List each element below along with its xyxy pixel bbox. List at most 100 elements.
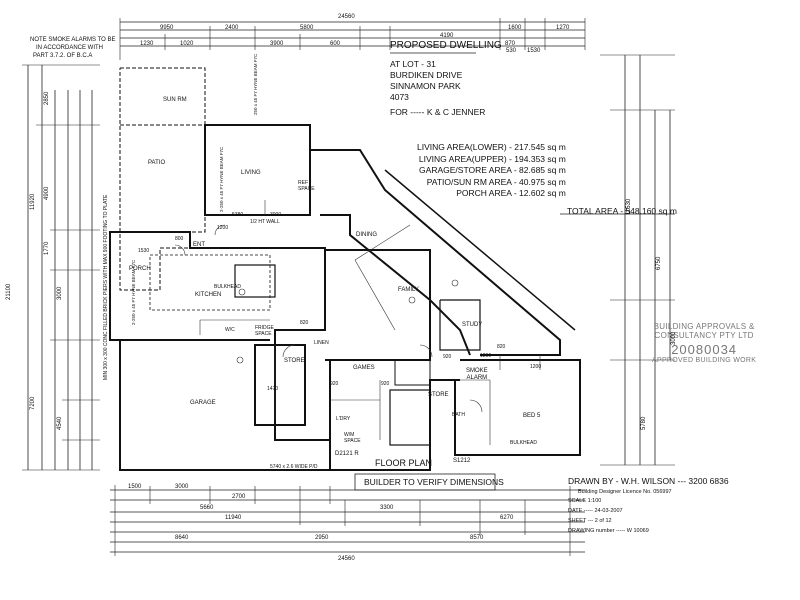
dim-top-overall: 24560 xyxy=(338,14,355,20)
fridge-space-label: FRIDGE SPACE xyxy=(255,325,274,337)
dim-label: 1230 xyxy=(140,41,154,47)
dim-label: 8570 xyxy=(470,535,484,541)
room-garage: GARAGE xyxy=(190,400,216,406)
dim-label: 2850 xyxy=(44,91,50,105)
garage-door-note: 5740 x 2.6 WIDE P/D xyxy=(270,464,318,470)
step-note: S1212 xyxy=(453,458,471,464)
note-line: NOTE SMOKE ALARMS TO BE xyxy=(30,37,116,43)
stamp-number: 20080034 xyxy=(671,342,738,357)
smoke-alarm-note: NOTE SMOKE ALARMS TO BE IN ACCORDANCE WI… xyxy=(30,36,115,60)
smoke-alarm-label: SMOKE ALARM xyxy=(466,368,488,381)
dim-label: 1200 xyxy=(530,364,542,370)
room-family: FAMILY xyxy=(398,287,419,293)
date: DATE ----- 24-03-2007 xyxy=(568,508,623,514)
half-wall-note: 1/2 HT WALL xyxy=(250,219,280,225)
address-line: SINNAMON PARK xyxy=(390,81,461,91)
dim-label: 5660 xyxy=(200,505,214,511)
dim-label: 6750 xyxy=(656,256,662,270)
dim-label: 820 xyxy=(497,344,506,350)
drawn-by-block: DRAWN BY - W.H. WILSON --- 3200 6836 Bui… xyxy=(568,476,729,534)
step-note: D2121 R xyxy=(335,451,359,457)
address-line: 4073 xyxy=(390,92,409,102)
dim-label: 6270 xyxy=(500,515,514,521)
area-line: PATIO/SUN RM AREA - 40.975 sq m xyxy=(426,176,566,187)
area-line: LIVING AREA(UPPER) - 194.353 sq m xyxy=(418,153,566,164)
dim-label: 4540 xyxy=(57,416,63,430)
client-label: FOR ----- K & C JENNER xyxy=(390,107,486,117)
dim-label: 1770 xyxy=(44,241,50,255)
ref-space-label: REF SPACE xyxy=(298,180,315,192)
dim-label: 5800 xyxy=(300,25,314,31)
dim-label: 1020 xyxy=(180,41,194,47)
dim-label: 920 xyxy=(381,381,390,387)
room-ent: ENT xyxy=(193,242,205,248)
bulkhead-label: BULKHEAD xyxy=(510,440,537,446)
room-porch: PORCH xyxy=(129,266,151,272)
room-store: STORE xyxy=(284,358,305,364)
dim-label: 920 xyxy=(330,381,339,387)
room-bed-5: BED 5 xyxy=(523,413,541,419)
dim-label: 3900 xyxy=(270,41,284,47)
room-bath: BATH xyxy=(452,412,465,418)
stamp-line: CONSULTANCY PTY LTD xyxy=(654,331,754,340)
room-patio: PATIO xyxy=(148,160,166,166)
dim-label: 870 xyxy=(505,41,516,47)
dim-label: 800 xyxy=(175,236,184,242)
dim-label: 4190 xyxy=(440,33,454,39)
area-line: LIVING AREA(LOWER) - 217.545 sq m xyxy=(417,142,566,152)
room-kitchen: KITCHEN xyxy=(195,292,222,298)
beam-note: 250 x 45 F7 HYNE BEAM F7C xyxy=(253,53,258,115)
dim-bottom-overall: 24560 xyxy=(338,556,355,562)
dim-label: 8640 xyxy=(175,535,189,541)
dim-label: 1530 xyxy=(138,248,150,254)
note-line: IN ACCORDANCE WITH xyxy=(36,45,104,51)
dim-label: 11940 xyxy=(225,515,242,521)
dim-label: 7200 xyxy=(30,396,36,410)
address-line: AT LOT - 31 xyxy=(390,59,436,69)
dim-label: 1200 xyxy=(480,353,492,359)
address-line: BURDIKEN DRIVE xyxy=(390,70,463,80)
scale: SCALE 1:100 xyxy=(568,498,602,504)
licence-no: Building Designer Licence No. 056997 xyxy=(578,489,672,495)
linen-label: LINEN xyxy=(314,340,329,346)
note-line: PART 3.7.2. OF B.C.A xyxy=(33,53,93,59)
dim-label: 9950 xyxy=(160,25,174,31)
dim-label: 3000 xyxy=(270,212,282,218)
area-line: GARAGE/STORE AREA - 82.685 sq m xyxy=(419,165,566,175)
area-schedule: LIVING AREA(LOWER) - 217.545 sq m LIVING… xyxy=(417,142,566,200)
room-sun-rm: SUN RM xyxy=(163,97,187,103)
room-games: GAMES xyxy=(353,365,375,371)
dim-label: 3000 xyxy=(175,484,189,490)
wm-space-label: W/M SPACE xyxy=(344,432,361,444)
pier-note: MIN 300 x 300 CONC FILLED BRICK PIERS WI… xyxy=(103,194,109,380)
dim-label: 920 xyxy=(443,354,452,360)
drawing-title: PROPOSED DWELLING xyxy=(390,40,502,51)
area-line: PORCH AREA - 12.602 sq m xyxy=(456,188,566,198)
room-store-2: STORE xyxy=(428,392,449,398)
dim-label: 530 xyxy=(506,48,517,54)
dim-label: 11920 xyxy=(30,193,36,210)
drawn-by: DRAWN BY - W.H. WILSON --- 3200 6836 xyxy=(568,476,729,486)
total-area: TOTAL AREA - 548.160 sq m xyxy=(567,206,677,216)
dim-label: 1530 xyxy=(527,48,541,54)
dim-label: 600 xyxy=(330,41,341,47)
dim-label: 1200 xyxy=(217,225,229,231)
room-laundry: L'DRY xyxy=(336,416,351,422)
room-dining: DINING xyxy=(356,232,377,238)
room-study: STUDY xyxy=(462,322,483,328)
dim-label: 2950 xyxy=(315,535,329,541)
stamp-line: BUILDING APPROVALS & xyxy=(653,322,755,331)
approval-stamp: BUILDING APPROVALS & CONSULTANCY PTY LTD… xyxy=(652,322,756,364)
dim-label: 2400 xyxy=(225,25,239,31)
stamp-line: APPROVED BUILDING WORK xyxy=(652,357,757,364)
wc-label: W/C xyxy=(225,327,235,333)
beam-note: 2-250 x 45 F7 HYNE BEAM F7C xyxy=(219,146,224,212)
drawing-number: DRAWING number ----- W 10069 xyxy=(568,528,649,534)
dim-label: 3000 xyxy=(671,331,677,345)
dim-label: 11530 xyxy=(626,198,632,215)
dim-left-overall: 21100 xyxy=(6,283,12,300)
dim-label: 4900 xyxy=(44,186,50,200)
dim-label: 5780 xyxy=(641,416,647,430)
beam-note: 2-250 x 45 F7 HYNE BEAM F7C xyxy=(131,259,136,325)
